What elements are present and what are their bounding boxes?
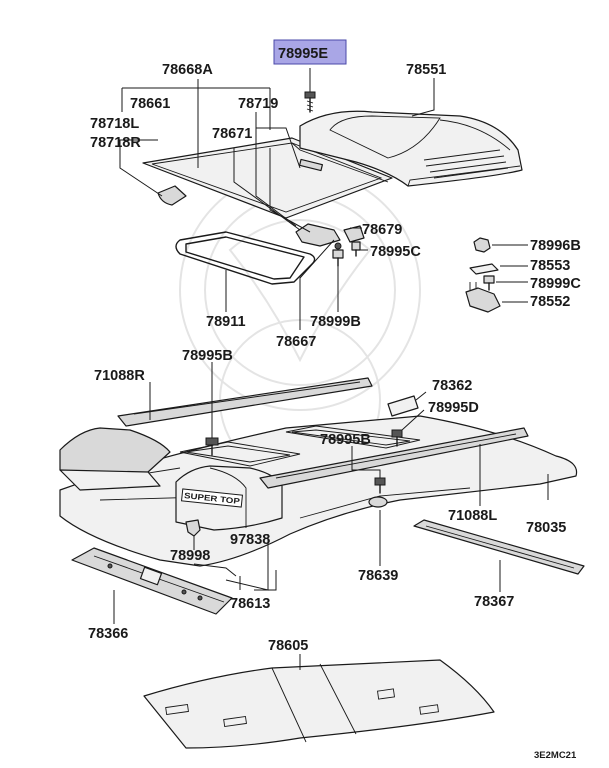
label-78999b[interactable]: 78999B — [310, 314, 361, 330]
glass-panel-78668a[interactable] — [142, 137, 393, 219]
label-78998[interactable]: 78998 — [170, 548, 210, 564]
label-78996b[interactable]: 78996B — [530, 238, 581, 254]
label-78367[interactable]: 78367 — [474, 594, 514, 610]
roof-bow-super-top[interactable]: SUPER TOP — [175, 465, 283, 531]
roof-rail-71088r[interactable] — [117, 377, 373, 427]
leader-lines — [113, 68, 549, 670]
sunroof-cover-78551[interactable] — [299, 110, 523, 187]
label-78718r[interactable]: 78718R — [90, 135, 141, 151]
trim-strip-78367[interactable] — [413, 519, 585, 575]
label-78035[interactable]: 78035 — [526, 520, 566, 536]
headliner-pad-78605[interactable] — [143, 659, 495, 749]
label-78613[interactable]: 78613 — [230, 596, 270, 612]
part-labels: 78995E 78668A 78551 78661 78719 78718L 7… — [88, 39, 581, 761]
label-78551[interactable]: 78551 — [406, 62, 446, 78]
label-78999c[interactable]: 78999C — [530, 276, 581, 292]
label-78661[interactable]: 78661 — [130, 96, 170, 112]
label-78719[interactable]: 78719 — [238, 96, 278, 112]
screw-78995d[interactable] — [391, 429, 403, 447]
label-78718l[interactable]: 78718L — [90, 116, 139, 132]
roof-opening — [179, 425, 421, 467]
bolt-78999c[interactable] — [483, 275, 495, 291]
trim-strip-78366[interactable] — [71, 547, 233, 615]
screw-78995e[interactable] — [304, 91, 316, 113]
label-78668a[interactable]: 78668A — [162, 62, 213, 78]
bolt-78999b[interactable] — [332, 249, 344, 267]
handle-78552[interactable] — [465, 282, 501, 313]
highlight-box-78995e — [273, 39, 347, 65]
label-78679[interactable]: 78679 — [362, 222, 402, 238]
front-header-panel[interactable] — [59, 427, 171, 491]
clip-78639[interactable] — [368, 496, 388, 508]
label-78995b-left[interactable]: 78995B — [182, 348, 233, 364]
plate-78362[interactable] — [387, 395, 419, 417]
weatherstrip-78718l[interactable] — [157, 185, 187, 206]
nut-78996b[interactable] — [473, 237, 491, 253]
label-78667[interactable]: 78667 — [276, 334, 316, 350]
label-78995e[interactable]: 78995E — [278, 46, 328, 62]
label-78911[interactable]: 78911 — [206, 314, 246, 330]
label-78552[interactable]: 78552 — [530, 294, 570, 310]
label-78995d[interactable]: 78995D — [428, 400, 479, 416]
label-78995c[interactable]: 78995C — [370, 244, 421, 260]
frame-seal-78911[interactable] — [175, 231, 316, 285]
label-78553[interactable]: 78553 — [530, 258, 570, 274]
label-97838[interactable]: 97838 — [230, 532, 270, 548]
label-71088l[interactable]: 71088L — [448, 508, 497, 524]
hinge-bracket-78671[interactable] — [295, 223, 365, 250]
label-78639[interactable]: 78639 — [358, 568, 398, 584]
roof-rail-71088l[interactable] — [259, 427, 529, 489]
label-78605[interactable]: 78605 — [268, 638, 308, 654]
diagram-code: 3E2MC21 — [534, 750, 577, 761]
label-78995b-right[interactable]: 78995B — [320, 432, 371, 448]
label-78671[interactable]: 78671 — [212, 126, 252, 142]
washer-78553[interactable] — [469, 263, 499, 275]
clip-78998[interactable] — [185, 519, 201, 537]
label-71088r[interactable]: 71088R — [94, 368, 145, 384]
screw-78995c[interactable] — [351, 241, 361, 257]
label-78366[interactable]: 78366 — [88, 626, 128, 642]
label-78362[interactable]: 78362 — [432, 378, 472, 394]
